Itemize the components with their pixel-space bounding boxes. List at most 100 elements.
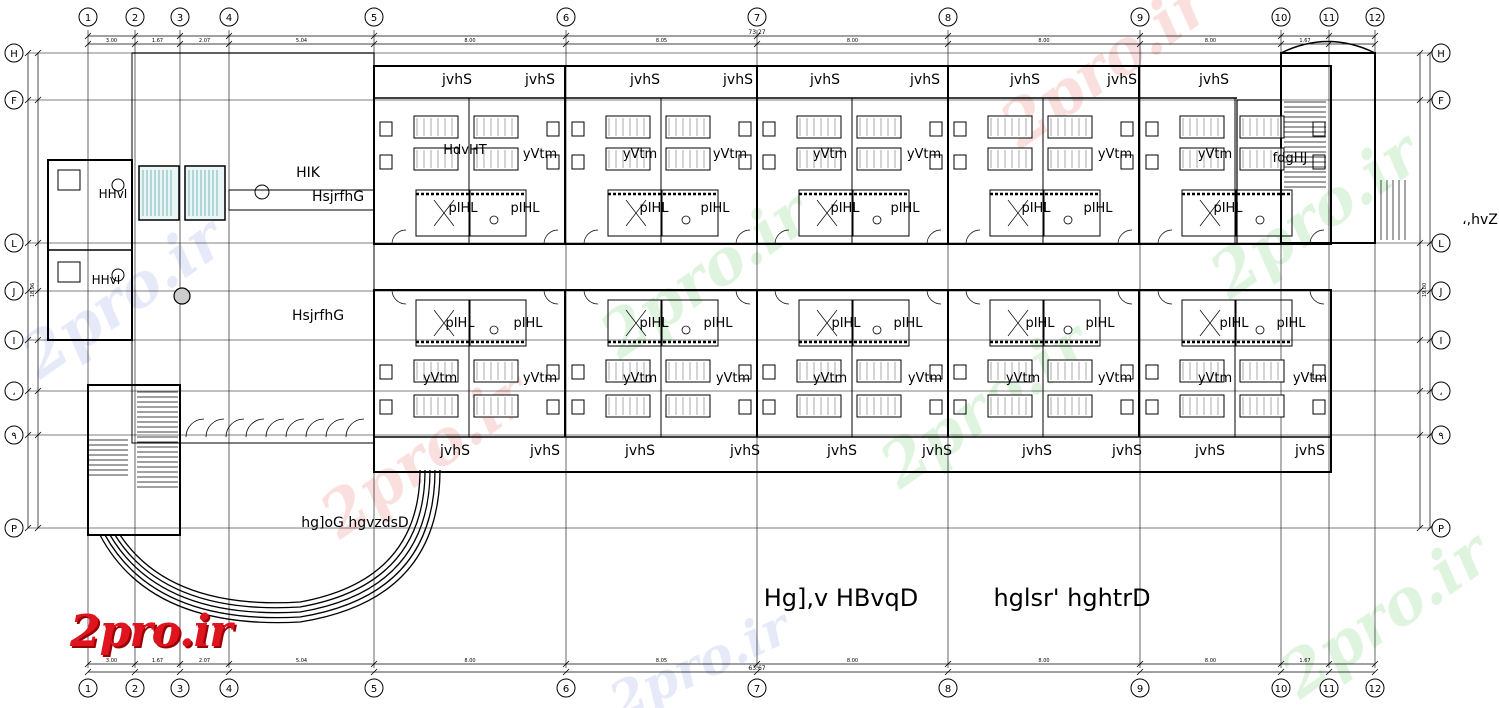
dimension-tick [1426,96,1434,104]
dimension-tick [34,287,42,295]
column-bubble-label: 5 [371,13,377,24]
room-label-bathroom: pIHL [448,201,478,216]
column-bubble-label: 10 [1275,13,1288,24]
door-swing [285,418,305,438]
shower-cross [625,199,647,227]
bed [856,147,902,171]
desk [738,399,752,415]
dimension-tick [84,40,92,48]
stair-curve [1280,40,1376,54]
dimension-tick [24,524,32,532]
shower-cross [1007,199,1029,227]
dimension-tick [1426,287,1434,295]
room-label-bathroom: pIHL [1213,201,1243,216]
desk [1312,399,1326,415]
dimension-tick [131,32,139,40]
column-bubble [78,7,98,27]
column-bubble [556,678,576,698]
room-label-corridor: jvhS [729,443,760,459]
door-swing [926,289,942,305]
dimension-value: 8.00 [1205,38,1216,44]
bathroom [415,189,527,237]
entrance-ramp-edge [99,469,441,624]
bed [665,359,711,383]
dimension-value: 2.07 [199,38,210,44]
room-units [379,66,1332,437]
room-label-corridor: jvhS [439,443,470,459]
desk [929,364,943,380]
dimension-tick [24,96,32,104]
bed [473,359,519,383]
dimension-tick [1416,524,1424,532]
dimension-tick [1277,668,1285,676]
desk [1120,364,1134,380]
column-bubble [1271,7,1291,27]
row-bubble-label: ٩ [1438,431,1443,442]
desk [546,364,560,380]
bed [796,359,842,383]
dimension-tick [1416,336,1424,344]
bed [605,394,651,418]
column-bubble [747,7,767,27]
dimension-value: 8.00 [847,38,858,44]
dimension-tick [944,32,952,40]
dimension-tick [84,668,92,676]
room-label-bathroom: pIHL [700,201,730,216]
dimension-tick [225,668,233,676]
desk [953,121,967,137]
desk [738,154,752,170]
door-swing [1309,289,1325,305]
row-bubble-label: I [1440,336,1443,347]
bed [796,394,842,418]
desk [953,399,967,415]
bed [1179,359,1225,383]
room-label-bathroom: pIHL [445,316,475,331]
column-bubble-label: 7 [754,684,760,695]
chair [111,178,125,192]
desk [762,121,776,137]
desk [738,121,752,137]
dimension-total: 18.96 [30,283,36,297]
desk [1120,399,1134,415]
dimension-tick [131,40,139,48]
row-bubble-label: L [1438,239,1444,250]
door-swing [391,289,407,305]
bed [413,115,459,139]
toilet [489,325,499,335]
column-bubble [1130,7,1150,27]
dimension-value: 8.00 [464,38,475,44]
shower-cross [816,309,838,337]
shower-cross [433,199,455,227]
bed [1047,147,1093,171]
row-bubble [4,425,24,445]
bed [1239,147,1285,171]
dimension-value: 2.07 [199,658,210,664]
desk [379,364,393,380]
dimension-tick [34,49,42,57]
shower-cross [625,309,647,337]
column-bubble [364,678,384,698]
desk [1120,121,1134,137]
dimension-value: 8.00 [1038,658,1049,664]
desk [1312,154,1326,170]
toilet [1063,325,1073,335]
dimension-tick [753,40,761,48]
bed [987,394,1033,418]
bed [796,115,842,139]
door-swing [1157,229,1173,245]
desk [1145,364,1159,380]
dimension-tick [34,387,42,395]
door-swing [583,289,599,305]
desk [1312,121,1326,137]
bed [1179,394,1225,418]
room-label-bedroom: yVtm [1098,371,1132,386]
dimension-value: 5.04 [296,658,307,664]
column-bubble-label: 9 [1137,684,1143,695]
column-bubble-label: 4 [226,13,232,24]
dimension-tick [1416,431,1424,439]
row-bubble [4,233,24,253]
column-bubble [556,7,576,27]
door-swing [1117,229,1133,245]
dimension-tick [24,49,32,57]
